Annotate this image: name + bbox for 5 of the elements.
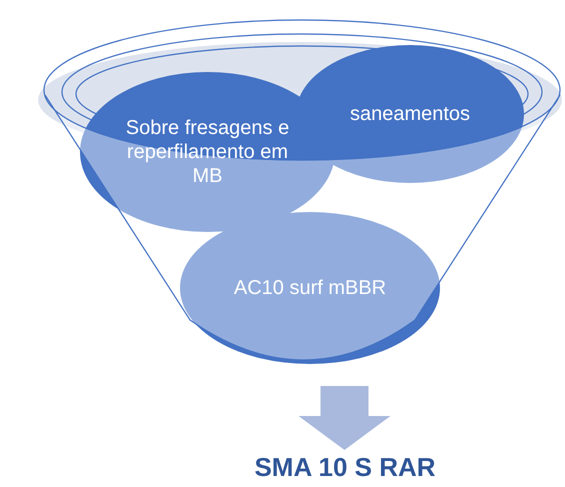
circle-label: saneamentos [350, 102, 470, 126]
circle-label: Sobre fresagens e reperfilamento em MB [124, 116, 290, 188]
circle-label: AC10 surf mBBR [234, 276, 386, 300]
block-arrow [298, 386, 390, 450]
result-label: SMA 10 S RAR [235, 452, 455, 486]
